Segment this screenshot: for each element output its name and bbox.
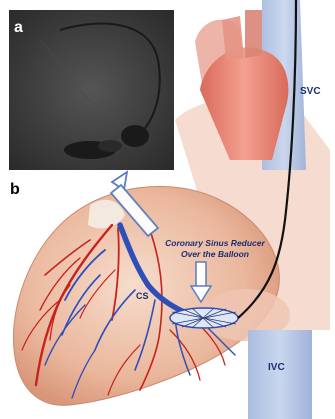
device-callout-line2: Over the Balloon: [150, 249, 280, 260]
coronary-sinus-label: CS: [136, 291, 149, 301]
ivc-label: IVC: [268, 362, 285, 373]
svc-label: SVC: [300, 86, 321, 97]
fluoroscopy-image: [9, 10, 174, 170]
coronary-sinus-reducer-device: [170, 308, 238, 328]
panel-label-a: a: [14, 19, 23, 37]
inferior-vena-cava: [248, 330, 312, 419]
panel-label-b: b: [10, 181, 20, 199]
device-callout: Coronary Sinus Reducer Over the Balloon: [150, 238, 280, 260]
device-callout-line1: Coronary Sinus Reducer: [150, 238, 280, 249]
